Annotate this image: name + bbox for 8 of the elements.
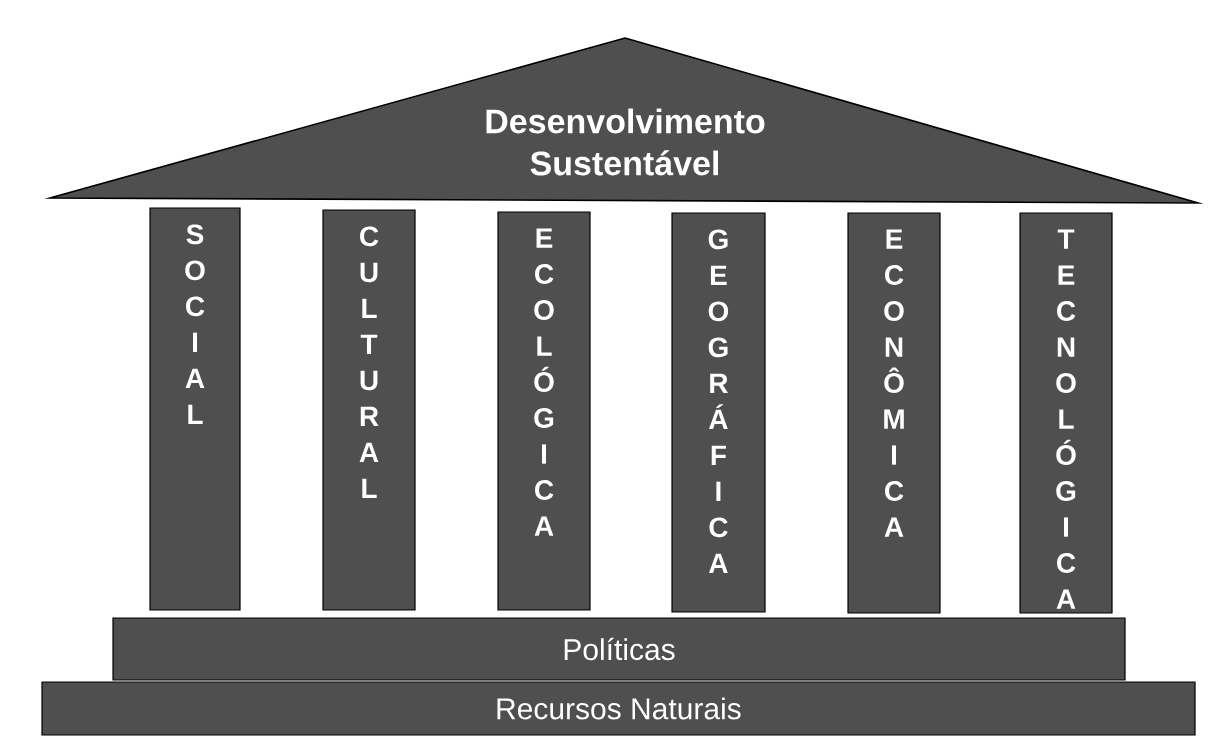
base-step: Recursos Naturais (41, 681, 1196, 736)
pillar: CULTURAL (322, 209, 416, 611)
base-step: Políticas (112, 617, 1126, 681)
pillar: TECNOLÓGICA (1019, 212, 1113, 614)
pillar: ECONÔMICA (847, 212, 941, 614)
pillar: ECOLÓGICA (497, 211, 591, 611)
pillar: GEOGRÁFICA (671, 212, 766, 613)
pillar: SOCIAL (149, 207, 241, 611)
